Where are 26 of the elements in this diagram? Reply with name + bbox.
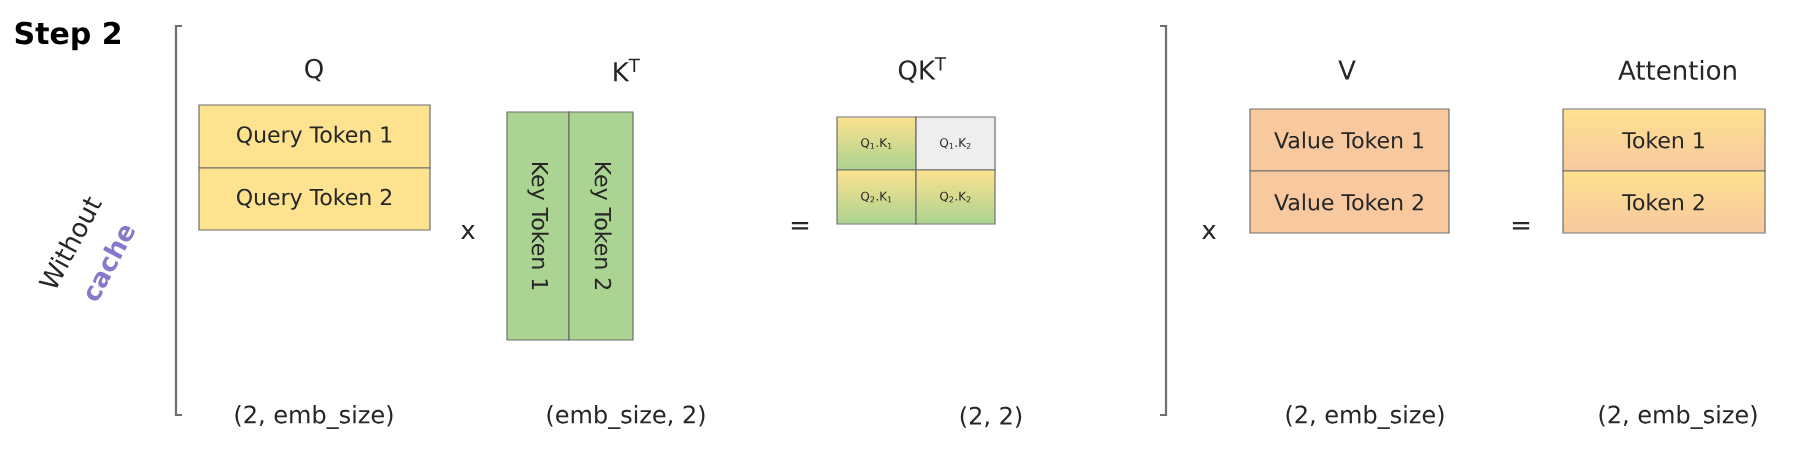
dimension-label: (2, emb_size) [235, 405, 393, 429]
matrix-label: Attention [1618, 59, 1736, 81]
dimension-label: (emb_size, 2) [547, 405, 705, 429]
matrix-label: V [1338, 60, 1356, 80]
matrix-cell: Value Token 1 [1249, 108, 1450, 172]
matrix-label: QK$^{T}$ [898, 57, 947, 83]
dimension-label: (2, emb_size) [1286, 405, 1444, 429]
matrix-cell: Q$_{2}$.K$_{2}$ [915, 169, 996, 225]
operator-sign: = [791, 222, 809, 230]
dimension-label: (2, 2) [960, 406, 1022, 428]
matrix-label: K$^{T}$ [614, 58, 640, 82]
matrix-cell: Token 1 [1562, 108, 1766, 172]
operator-sign: x [461, 224, 475, 240]
matrix-cell: Query Token 1 [198, 104, 431, 169]
matrix-cell: Token 2 [1562, 170, 1766, 234]
matrix-cell: Value Token 2 [1249, 170, 1450, 234]
operator-sign: x [1202, 224, 1216, 240]
matrix-cell: Q$_{1}$.K$_{2}$ [915, 116, 996, 171]
step-title: Step 2 [15, 21, 120, 51]
matrix-cell: Q$_{2}$.K$_{1}$ [836, 169, 917, 225]
dimension-label: (2, emb_size) [1599, 405, 1757, 429]
matrix-cell: Key Token 1 [506, 111, 570, 341]
operator-sign: = [1512, 222, 1530, 230]
matrix-cell: Query Token 2 [198, 167, 431, 231]
matrix-cell: Key Token 2 [568, 111, 634, 341]
matrix-cell: Q$_{1}$.K$_{1}$ [836, 116, 917, 171]
